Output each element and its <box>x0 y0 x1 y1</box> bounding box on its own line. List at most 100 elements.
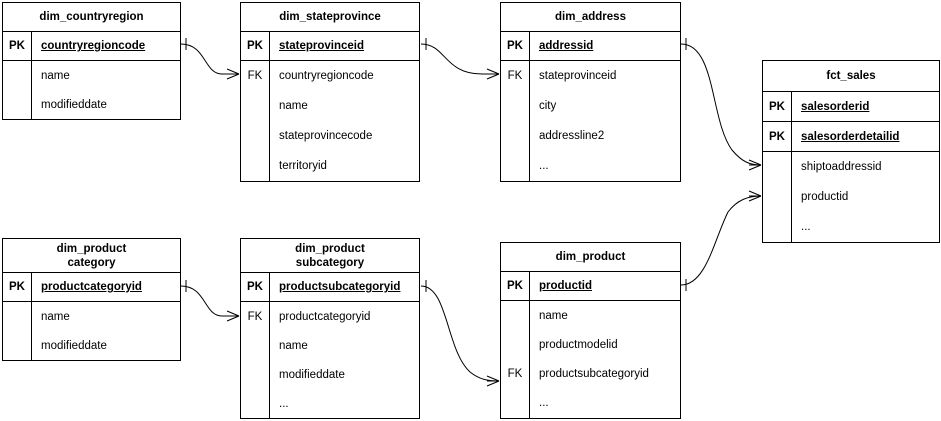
entity-dim-address[interactable]: dim_address PK addressid FK stateprovinc… <box>500 2 681 182</box>
attribute-name: ... <box>801 221 811 233</box>
attribute-name: productmodelid <box>539 338 618 351</box>
table-row[interactable]: PK addressid <box>501 31 680 60</box>
key-marker: PK <box>9 40 25 52</box>
attribute-name: name <box>279 100 308 112</box>
entity-title: dim_product <box>501 243 680 271</box>
key-column <box>3 61 31 119</box>
table-row[interactable]: PK productsubcategoryid <box>241 272 419 301</box>
attribute-name: productcategoryid <box>279 310 371 323</box>
attribute-name: productcategoryid <box>41 281 142 293</box>
attribute-name: productid <box>801 191 849 203</box>
attribute-cell: productid <box>529 272 680 300</box>
attribute-name: salesorderid <box>801 100 870 113</box>
entity-dim-product[interactable]: dim_product PK productid FK name product… <box>500 242 681 419</box>
attribute-column: productcategoryid name modifieddate ... <box>269 302 419 418</box>
attribute-name: name <box>41 69 70 82</box>
key-column <box>3 302 31 360</box>
entity-title: dim_countryregion <box>3 3 180 31</box>
attribute-column: countryregioncode name stateprovincecode… <box>269 61 419 181</box>
attributes-block: FK productcategoryid name modifieddate .… <box>241 301 419 418</box>
attributes-block: FK stateprovinceid city addressline2 ... <box>501 60 680 181</box>
attribute-name: modifieddate <box>279 368 345 381</box>
entity-dim-stateprovince[interactable]: dim_stateprovince PK stateprovinceid FK … <box>240 2 420 182</box>
key-marker: PK <box>507 40 523 52</box>
relationship-product-sales <box>680 190 762 291</box>
entity-title-line: category <box>67 256 116 269</box>
attribute-name: productid <box>539 280 593 292</box>
relationship-countryregion-stateprovince <box>180 38 240 80</box>
attribute-name: ... <box>539 397 549 410</box>
attribute-name: stateprovinceid <box>279 40 364 52</box>
attributes-block: name modifieddate <box>3 301 180 360</box>
entity-title-line: dim_stateprovince <box>279 11 381 23</box>
key-marker: PK <box>9 281 25 293</box>
attribute-cell: productsubcategoryid <box>269 273 419 301</box>
key-column: FK <box>241 61 269 181</box>
key-column: FK <box>241 302 269 418</box>
entity-title-line: dim_product <box>56 242 127 255</box>
attribute-name: ... <box>539 160 549 172</box>
entity-title-line: dim_address <box>555 11 626 23</box>
attribute-name: modifieddate <box>41 98 107 111</box>
key-column <box>763 152 791 242</box>
key-column: FK <box>501 301 529 418</box>
table-row[interactable]: PK salesorderdetailid <box>763 121 939 151</box>
entity-title: dim_product subcategory <box>241 239 419 272</box>
entity-title: fct_sales <box>763 61 939 91</box>
attribute-name: countryregioncode <box>279 70 374 82</box>
attribute-name: name <box>279 339 308 352</box>
key-marker: PK <box>769 130 785 143</box>
key-marker: FK <box>247 70 263 82</box>
key-marker: PK <box>507 280 523 292</box>
attribute-name: name <box>539 309 568 322</box>
key-marker: FK <box>507 70 523 82</box>
attributes-block: FK countryregioncode name stateprovincec… <box>241 60 419 181</box>
attribute-cell: salesorderid <box>791 92 939 121</box>
entity-title: dim_stateprovince <box>241 3 419 31</box>
attribute-name: territoryid <box>279 160 327 172</box>
attribute-name: productsubcategoryid <box>539 368 649 381</box>
attribute-column: name productmodelid productsubcategoryid… <box>529 301 680 418</box>
relationship-stateprovince-address <box>420 38 500 80</box>
relationship-subcategory-product <box>420 280 500 387</box>
entity-title: dim_product category <box>3 239 180 272</box>
attribute-cell: stateprovinceid <box>269 32 419 60</box>
attribute-name: ... <box>279 397 289 410</box>
attributes-block: FK name productmodelid productsubcategor… <box>501 300 680 418</box>
table-row[interactable]: PK countryregioncode <box>3 31 180 60</box>
entity-fct-sales[interactable]: fct_sales PK salesorderid PK salesorderd… <box>762 60 940 243</box>
attribute-cell: addressid <box>529 32 680 60</box>
entity-title-line: subcategory <box>295 256 365 269</box>
attributes-block: shiptoaddressid productid ... <box>763 151 939 242</box>
table-row[interactable]: PK productid <box>501 271 680 300</box>
attribute-name: shiptoaddressid <box>801 161 882 173</box>
attribute-name: countryregioncode <box>41 40 146 52</box>
key-marker: PK <box>247 40 263 52</box>
attribute-name: productsubcategoryid <box>279 281 401 293</box>
key-marker: PK <box>247 281 263 293</box>
table-row[interactable]: PK productcategoryid <box>3 272 180 301</box>
entity-title-line: dim_product <box>555 251 626 263</box>
relationship-address-sales <box>680 38 762 171</box>
table-row[interactable]: PK stateprovinceid <box>241 31 419 60</box>
attribute-cell: countryregioncode <box>31 32 180 60</box>
attribute-column: stateprovinceid city addressline2 ... <box>529 61 680 181</box>
entity-dim-countryregion[interactable]: dim_countryregion PK countryregioncode n… <box>2 2 181 120</box>
attribute-name: name <box>41 310 70 323</box>
attribute-name: city <box>539 100 557 112</box>
attribute-column: name modifieddate <box>31 61 180 119</box>
entity-title: dim_address <box>501 3 680 31</box>
attribute-name: stateprovincecode <box>279 130 373 142</box>
table-row[interactable]: PK salesorderid <box>763 91 939 121</box>
entity-title-line: dim_product <box>295 242 365 255</box>
relationship-productcategory-subcategory <box>180 280 240 322</box>
entity-title-line: fct_sales <box>826 70 876 82</box>
key-column: FK <box>501 61 529 181</box>
entity-dim-productcategory[interactable]: dim_product category PK productcategoryi… <box>2 238 181 361</box>
key-marker: PK <box>769 100 785 113</box>
attribute-name: addressid <box>539 40 594 52</box>
entity-title-line: dim_countryregion <box>39 11 144 23</box>
attribute-cell: productcategoryid <box>31 273 180 301</box>
entity-dim-productsubcategory[interactable]: dim_product subcategory PK productsubcat… <box>240 238 420 419</box>
